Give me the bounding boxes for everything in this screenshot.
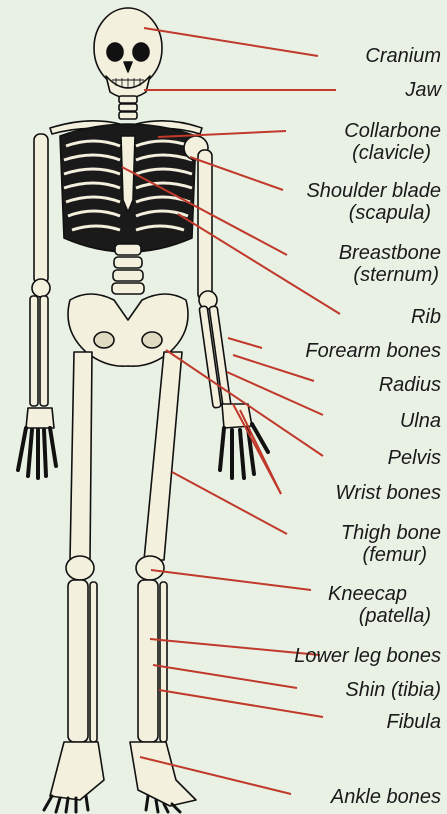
label-ulna: Ulna xyxy=(241,410,441,432)
label-pelvis: Pelvis xyxy=(241,447,441,469)
label-collarbone: Collarbone (clavicle) xyxy=(241,120,441,164)
label-breastbone: Breastbone (sternum) xyxy=(241,242,441,286)
label-cranium: Cranium xyxy=(241,45,441,67)
label-kneecap: Kneecap (patella) xyxy=(241,583,441,627)
label-fibula: Fibula xyxy=(241,711,441,733)
lumbar-spine xyxy=(112,244,144,294)
sternum xyxy=(121,136,135,212)
label-jaw: Jaw xyxy=(241,79,441,101)
label-wrist-bones: Wrist bones xyxy=(241,482,441,504)
skull xyxy=(94,8,162,98)
label-forearm-bones: Forearm bones xyxy=(241,340,441,362)
label-thigh-bone: Thigh bone (femur) xyxy=(241,522,441,566)
label-shin: Shin (tibia) xyxy=(241,679,441,701)
label-rib: Rib xyxy=(241,306,441,328)
cervical-spine xyxy=(119,96,137,119)
label-radius: Radius xyxy=(241,374,441,396)
label-ankle-bones: Ankle bones xyxy=(241,786,441,808)
leader-pelvis xyxy=(166,350,323,456)
right-leg xyxy=(130,352,196,812)
label-shoulder-blade: Shoulder blade (scapula) xyxy=(241,180,441,224)
label-lower-leg-bones: Lower leg bones xyxy=(241,645,441,667)
left-arm xyxy=(18,134,56,478)
rib-cage xyxy=(60,124,196,252)
